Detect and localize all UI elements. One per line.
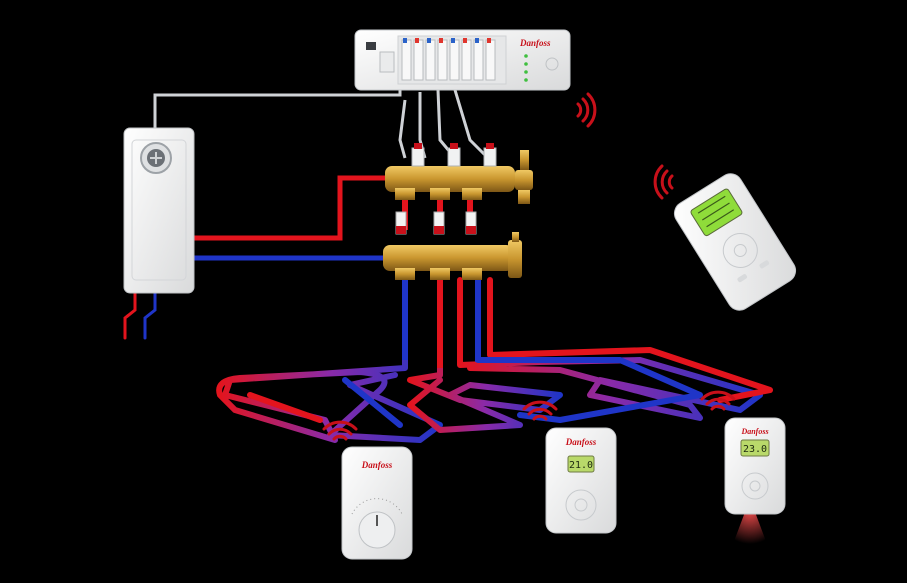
room-thermostat-digital-1: Danfoss 21.0 (545, 427, 617, 534)
thermostat-1-brand-logo: Danfoss (361, 460, 393, 470)
room-thermostat-digital-2: Danfoss 23.0 (724, 417, 786, 552)
controller-wire-colors (403, 38, 491, 43)
lcd-segments (697, 195, 735, 228)
pump-icon (140, 142, 172, 174)
keypad-icon (741, 472, 769, 500)
heat-source-pipes (123, 175, 393, 340)
controller-button (545, 57, 559, 71)
keypad-icon (722, 232, 770, 283)
controller-status-leds (524, 54, 528, 82)
heat-source-unit (123, 127, 195, 294)
wiring-controller: Danfoss (354, 29, 571, 91)
controller-cables (153, 82, 490, 160)
thermostat-2-brand-logo: Danfoss (565, 437, 597, 447)
controller-brand-logo: Danfoss (519, 38, 551, 48)
thermostat-3-lcd-temperature: 23.0 (743, 444, 767, 455)
thermostat-2-lcd-temperature: 21.0 (569, 460, 593, 471)
return-manifold (383, 232, 522, 280)
wireless-signal-icon (322, 92, 736, 441)
controller-terminals (401, 39, 496, 81)
heating-loop-2 (407, 277, 563, 433)
keypad-icon (565, 489, 597, 521)
thermostat-3-brand-logo: Danfoss (740, 427, 768, 436)
room-thermostat-dial: Danfoss (341, 446, 413, 560)
infrared-floor-sensor-glow (730, 512, 770, 552)
dial-icon (351, 498, 403, 549)
heating-loop-1 (216, 282, 443, 443)
floor-heating-loops (216, 277, 773, 443)
remote-control (673, 173, 797, 311)
heating-loop-4 (487, 277, 773, 403)
valve-actuator-icon (411, 143, 497, 167)
supply-manifold (385, 143, 533, 235)
flow-meters (395, 211, 477, 235)
